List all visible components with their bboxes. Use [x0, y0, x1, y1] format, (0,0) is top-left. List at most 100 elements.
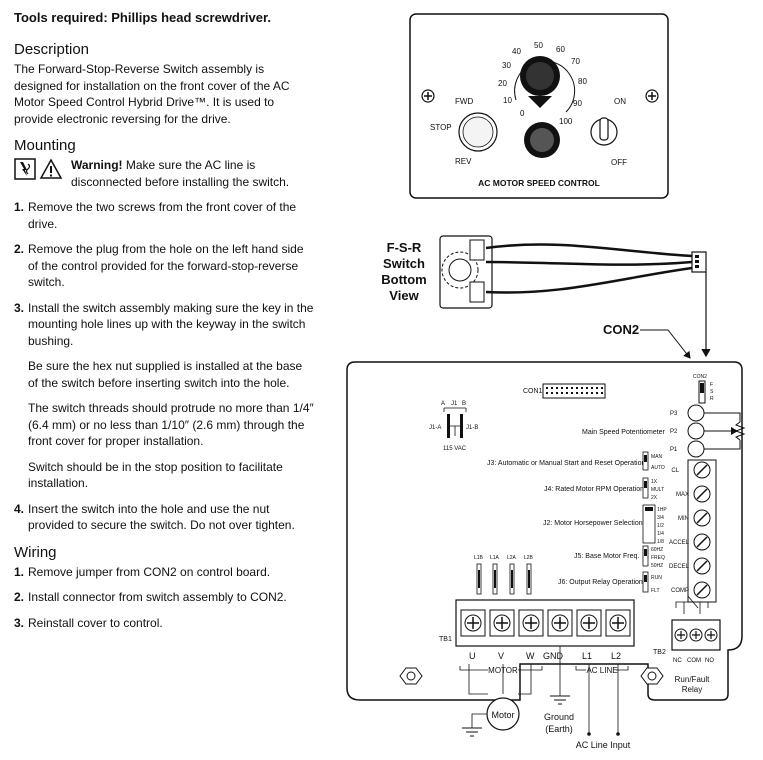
tb2-label: TB2 [653, 649, 666, 656]
trim-pots [687, 459, 717, 603]
warning-label: Warning! [71, 158, 123, 172]
j5-option: 50HZ [651, 563, 663, 569]
stop-label: STOP [430, 123, 452, 132]
wiring-step: 1.Remove jumper from CON2 on control boa… [14, 564, 314, 581]
j4-label: J4: Rated Motor RPM Operation [544, 486, 644, 493]
wiring-step: 3.Reinstall cover to control. [14, 615, 314, 632]
warning-text: Warning! Make sure the AC line is discon… [71, 157, 314, 190]
dial-tick: 20 [498, 79, 507, 88]
tb2-terminal-block [671, 595, 721, 651]
instructions-column: Tools required: Phillips head screwdrive… [14, 8, 314, 640]
mounting-heading: Mounting [14, 137, 76, 154]
dial-tick-labels: 0 10 20 30 40 50 60 70 80 90 100 [498, 41, 587, 126]
fsr-label-line: Bottom [381, 272, 427, 287]
step-text: Remove the plug from the hole on the lef… [28, 242, 304, 289]
j1b-label: J1-B [466, 425, 478, 431]
step-note: The switch threads should protrude no mo… [28, 401, 314, 448]
step-note: Switch should be in the stop position to… [28, 459, 283, 491]
terminal-label: V [498, 651, 504, 661]
j1-jumper: A J1 B J1-A J1-B 115 VAC [429, 401, 478, 452]
main-pot-label: Main Speed Potentiometer [582, 429, 666, 436]
tools-required: Tools required: Phillips head screwdrive… [14, 10, 271, 25]
relay-label: Run/Fault [675, 675, 710, 684]
pot-terminal-label: P1 [670, 447, 678, 453]
panel-title: AC MOTOR SPEED CONTROL [478, 178, 600, 188]
con2-pin-letter: R [710, 396, 714, 402]
motor-label: Motor [491, 710, 514, 720]
rev-label: REV [455, 157, 472, 166]
tb1-label: TB1 [439, 636, 452, 643]
tb1-terminal-block [455, 599, 635, 647]
j5-option: FREQ [651, 555, 665, 561]
j3-label: J3: Automatic or Manual Start and Reset … [487, 460, 645, 467]
step-number: 1. [14, 200, 25, 214]
line-jumper-label: L1A [490, 555, 500, 561]
mounting-step: 2.Remove the plug from the hole on the l… [14, 241, 314, 291]
dial-tick: 100 [559, 117, 573, 126]
mounting-step: 1.Remove the two screws from the front c… [14, 199, 314, 232]
pot-terminals: P3 P2 P1 [670, 404, 746, 458]
wiring-heading: Wiring [14, 543, 57, 561]
con2-callout: CON2 [603, 322, 639, 337]
con2-pin-letter: S [710, 389, 714, 395]
trim-label: MIN [678, 516, 689, 522]
j1-letter: B [462, 401, 466, 407]
j6-label: J6: Output Relay Operation [558, 579, 643, 586]
ground-label: Ground [544, 712, 574, 722]
mounting-step: 4.Insert the switch into the hole and us… [14, 501, 314, 534]
tb1-screw [460, 609, 486, 637]
wiring-step: 2.Install connector from switch assembly… [14, 589, 314, 606]
tb2-terminal: NO [705, 658, 714, 664]
con1-header [542, 383, 606, 399]
con2-pin-letter: F [710, 382, 713, 388]
terminal-label: L2 [611, 651, 621, 661]
trim-pot [693, 461, 711, 479]
panel-screw-left [421, 89, 435, 103]
motor-group-label: MOTOR [488, 666, 518, 675]
j6-option: FLT [651, 588, 660, 594]
j1-letter: J1 [451, 401, 458, 407]
dial-tick: 70 [571, 57, 580, 66]
j2-jumper [642, 504, 656, 544]
motor-ground-symbol [462, 727, 482, 737]
j6-option: RUN [651, 575, 662, 581]
front-panel: 0 10 20 30 40 50 60 70 80 90 100 FWD STO… [409, 13, 669, 199]
electric-shock-icon [14, 158, 36, 180]
con2-board-label: CON2 [693, 374, 707, 380]
j5-option: 60HZ [651, 547, 663, 553]
j4-option: 1X [651, 479, 658, 485]
trim-pot [693, 533, 711, 551]
j6-jumper [642, 571, 649, 593]
control-board: CON1 CON2 F S R A J1 B J1-A J1-B 115 VAC… [346, 361, 746, 701]
trim-label: MAX [676, 492, 689, 498]
line-jumper-label: L2A [507, 555, 517, 561]
panel-screw-right [645, 89, 659, 103]
line-jumper-label: L2B [524, 555, 534, 561]
tb2-terminal: COM [687, 658, 701, 664]
vac-label: 115 VAC [443, 446, 467, 452]
step-number: 3. [14, 300, 25, 315]
motor-connections: Motor [462, 664, 532, 737]
j1a-label: J1-A [429, 425, 441, 431]
dial-tick: 90 [573, 99, 582, 108]
speed-dial [514, 56, 576, 113]
fsr-switch-knob [458, 112, 498, 152]
acline-group-label: AC LINE [586, 666, 617, 675]
ac-line-input: AC Line Input [576, 664, 631, 750]
step-number: 4. [14, 501, 25, 516]
dial-tick: 0 [520, 109, 525, 118]
j4-jumper [642, 477, 649, 499]
j3-option: AUTO [651, 465, 665, 471]
tb1-screw [547, 609, 573, 637]
con2-header [698, 380, 706, 404]
description-heading: Description [14, 41, 90, 58]
relay-label: Relay [682, 685, 702, 694]
j5-label: J5: Base Motor Freq. [574, 553, 639, 560]
power-toggle [590, 117, 618, 146]
line-jumper-label: L1B [474, 555, 484, 561]
dial-tick: 40 [512, 47, 521, 56]
ac-line-input-label: AC Line Input [576, 740, 631, 750]
potentiometer-symbol [734, 421, 746, 441]
step-text: Remove jumper from CON2 on control board… [28, 564, 271, 579]
trim-pot [693, 557, 711, 575]
